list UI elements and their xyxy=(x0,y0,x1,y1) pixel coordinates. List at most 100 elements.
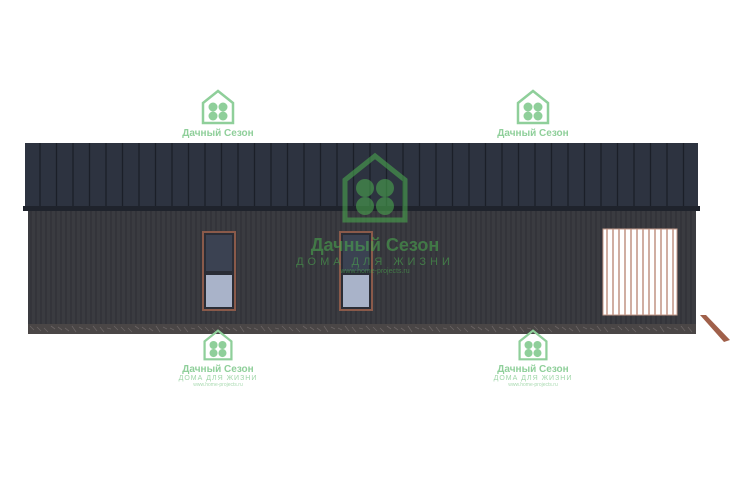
foundation-speck xyxy=(617,325,623,331)
watermark-url: www.home-projects.ru xyxy=(508,382,558,388)
house-leaf-icon xyxy=(518,329,548,361)
foundation-speck xyxy=(190,327,196,330)
roof-panel xyxy=(25,143,698,208)
watermark-brand: Дачный Сезон xyxy=(310,235,440,255)
foundation-speck xyxy=(302,325,308,330)
foundation-speck xyxy=(99,326,105,333)
foundation-speck xyxy=(337,327,343,331)
foundation-speck xyxy=(449,325,455,331)
foundation-speck xyxy=(624,326,630,332)
slats xyxy=(606,229,674,315)
foundation-speck xyxy=(540,326,546,332)
foundation-speck xyxy=(526,327,532,330)
watermark-tagline: ДОМА ДЛЯ ЖИЗНИ xyxy=(178,375,258,382)
foundation-speck xyxy=(519,326,525,333)
foundation-speck xyxy=(267,326,273,333)
foundation-speck xyxy=(85,327,91,331)
foundation-speck xyxy=(127,327,133,333)
foundation-speck xyxy=(568,327,574,332)
foundation-speck xyxy=(505,327,511,331)
foundation-speck xyxy=(218,325,224,330)
foundation-speck xyxy=(288,326,294,332)
foundation-speck xyxy=(316,327,322,332)
wall-seams xyxy=(30,211,692,324)
watermark-bottom-left: Дачный Сезон ДОМА ДЛЯ ЖИЗНИ www.home-pro… xyxy=(148,328,288,388)
window-middle xyxy=(339,231,373,311)
foundation-speck xyxy=(239,325,245,333)
foundation-speck xyxy=(498,326,504,330)
foundation-speck xyxy=(582,326,588,330)
foundation-speck xyxy=(358,327,364,330)
foundation-speck xyxy=(603,326,609,333)
house-leaf-icon xyxy=(203,329,233,361)
foundation-speck xyxy=(596,325,602,332)
watermark-url: www.home-projects.ru xyxy=(193,382,243,388)
foundation-speck xyxy=(176,325,182,332)
foundation-speck xyxy=(323,325,329,333)
foundation-speck xyxy=(393,326,399,331)
foundation-speck xyxy=(547,327,553,333)
foundation-speck xyxy=(470,325,476,330)
foundation-speck xyxy=(659,325,665,333)
foundation-speck xyxy=(162,326,168,330)
foundation-speck xyxy=(330,326,336,330)
foundation-speck xyxy=(29,325,35,331)
foundation-speck xyxy=(631,327,637,333)
foundation-speck xyxy=(575,325,581,333)
foundation-speck xyxy=(687,326,693,333)
foundation-speck xyxy=(400,327,406,332)
watermark-tagline: ДОМА ДЛЯ ЖИЗНИ xyxy=(493,375,573,382)
foundation-speck xyxy=(274,327,280,330)
foundation-speck xyxy=(71,325,77,333)
foundation-speck xyxy=(43,327,49,333)
watermark-center: Дачный Сезон ДОМА ДЛЯ ЖИЗНИ www.home-pro… xyxy=(275,150,475,275)
foundation-speck xyxy=(645,326,651,331)
foundation-speck xyxy=(155,325,161,333)
foundation-speck xyxy=(57,326,63,331)
foundation-speck xyxy=(407,325,413,333)
window-left xyxy=(202,231,236,311)
foundation-speck xyxy=(561,326,567,331)
foundation-speck xyxy=(281,325,287,331)
foundation-speck xyxy=(666,326,672,330)
foundation-speck xyxy=(428,325,434,332)
drain-spout xyxy=(700,315,730,342)
foundation-speck xyxy=(134,325,140,330)
house-leaf-icon xyxy=(516,89,550,125)
foundation-speck xyxy=(50,325,56,330)
foundation-speck xyxy=(197,325,203,331)
watermark-brand: Дачный Сезон xyxy=(182,364,254,375)
watermark-url: www.home-projects.ru xyxy=(340,268,410,275)
foundation-speck xyxy=(435,326,441,333)
foundation-speck xyxy=(309,326,315,331)
foundation-speck xyxy=(141,326,147,331)
foundation-speck xyxy=(78,326,84,330)
foundation-speck xyxy=(113,325,119,331)
watermark-brand: Дачный Сезон xyxy=(182,128,254,139)
foundation-speck xyxy=(183,326,189,333)
foundation-speck xyxy=(372,326,378,332)
watermark-tagline: ДОМА ДЛЯ ЖИЗНИ xyxy=(296,256,454,268)
foundation-speck xyxy=(379,327,385,333)
foundation-speck xyxy=(554,325,560,330)
foundation-speck xyxy=(106,327,112,330)
foundation-speck xyxy=(246,326,252,330)
foundation-speck xyxy=(638,325,644,330)
foundation-speck xyxy=(414,326,420,330)
house-leaf-icon xyxy=(201,89,235,125)
roof-seams xyxy=(39,143,685,206)
foundation-speck xyxy=(148,327,154,332)
watermark-top-right: Дачный Сезон xyxy=(463,88,603,139)
foundation-speck xyxy=(463,327,469,333)
foundation-speck xyxy=(442,327,448,330)
foundation-speck xyxy=(477,326,483,331)
foundation-speck xyxy=(589,327,595,331)
foundation-speck xyxy=(491,325,497,333)
foundation-speck xyxy=(421,327,427,331)
foundation-speck xyxy=(456,326,462,332)
foundation-speck xyxy=(260,325,266,332)
foundation-speck xyxy=(673,327,679,331)
foundation-speck xyxy=(610,327,616,330)
foundation-speck xyxy=(652,327,658,332)
